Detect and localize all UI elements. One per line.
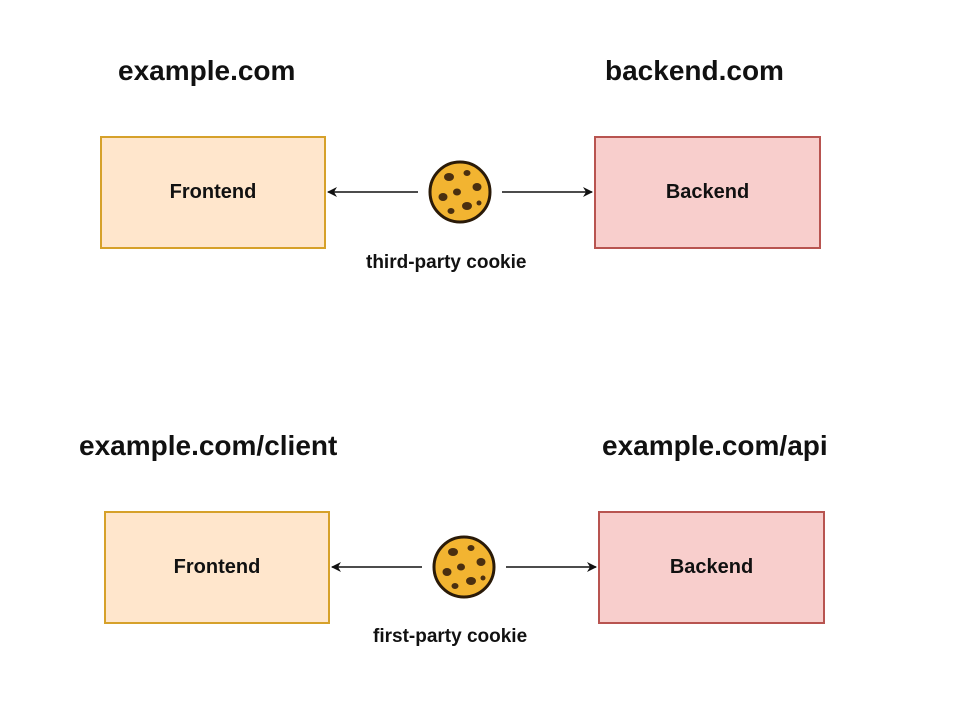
bottom-cookie-label: first-party cookie [373, 626, 528, 647]
top-frontend-box: Frontend [100, 136, 326, 249]
top-cookie-label: third-party cookie [366, 252, 527, 273]
top-cookie-icon [428, 160, 492, 224]
top-right-domain-title: backend.com [605, 55, 784, 86]
top-left-domain-title: example.com [118, 55, 296, 86]
bottom-right-domain-title: example.com/api [602, 430, 828, 461]
bottom-frontend-box: Frontend [104, 511, 330, 624]
bottom-backend-label: Backend [669, 556, 754, 578]
top-backend-box: Backend [594, 136, 821, 249]
bottom-frontend-label: Frontend [173, 556, 261, 578]
bottom-cookie-icon [432, 535, 496, 599]
top-frontend-label: Frontend [169, 181, 257, 203]
bottom-backend-box: Backend [598, 511, 825, 624]
top-backend-label: Backend [665, 181, 750, 203]
bottom-left-domain-title: example.com/client [79, 430, 338, 461]
